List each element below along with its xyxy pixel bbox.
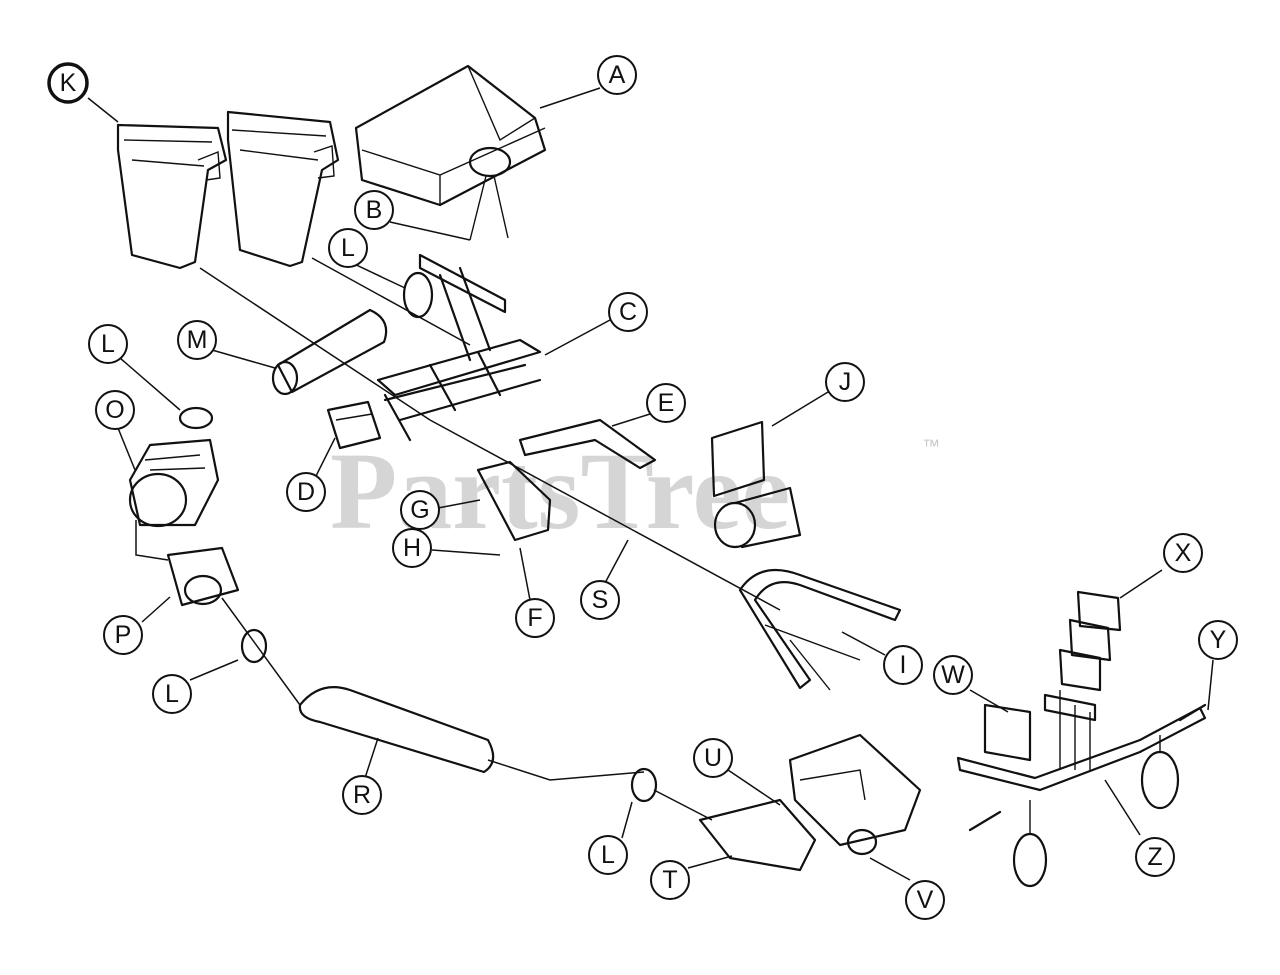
svg-text:T: T [662, 866, 677, 894]
callout-x: X [1163, 533, 1203, 573]
svg-text:O: O [105, 396, 124, 424]
callout-v: V [905, 880, 945, 920]
rod-s [429, 419, 781, 611]
support-bracket-e [518, 418, 657, 470]
watermark-tm: ™ [922, 436, 940, 456]
handle-frame [738, 568, 902, 691]
callout-m: M [177, 320, 217, 360]
clamp-ring-deck [630, 767, 658, 803]
support-plate-f [476, 460, 552, 542]
svg-text:U: U [704, 744, 722, 772]
svg-text:W: W [941, 661, 965, 689]
bin-left [116, 123, 228, 270]
svg-text:V: V [917, 886, 934, 914]
callout-o: O [95, 390, 135, 430]
svg-text:A: A [609, 61, 626, 89]
svg-text:X: X [1175, 539, 1192, 567]
callout-w: W [933, 655, 973, 695]
svg-text:P: P [115, 621, 132, 649]
callout-j: J [825, 362, 865, 402]
svg-text:L: L [165, 680, 179, 708]
svg-text:B: B [366, 196, 383, 224]
leader-lines [87, 87, 1214, 881]
svg-text:M: M [187, 326, 208, 354]
bracket-plate-j [710, 420, 802, 549]
deck-adapter [698, 733, 922, 872]
callout-k: K [47, 62, 89, 104]
callout-l-upper: L [328, 228, 368, 268]
bin-right [226, 110, 340, 268]
svg-text:F: F [527, 604, 542, 632]
mount-bracket [326, 400, 382, 450]
adapter-p [166, 546, 240, 607]
hose-r [298, 686, 495, 774]
svg-text:E: E [658, 389, 675, 417]
svg-text:I: I [900, 651, 907, 679]
callout-z: Z [1135, 837, 1175, 877]
main-frame [376, 253, 542, 442]
callout-h: H [392, 528, 432, 568]
svg-text:L: L [341, 234, 355, 262]
clamp-ring-blower [178, 406, 214, 430]
svg-text:L: L [601, 841, 615, 869]
svg-text:H: H [403, 534, 421, 562]
weight-bracket-assembly [956, 590, 1207, 888]
callout-s: S [580, 580, 620, 620]
svg-text:G: G [410, 496, 429, 524]
callout-e: E [646, 383, 686, 423]
callout-c: C [608, 292, 648, 332]
svg-text:R: R [353, 781, 371, 809]
callout-l-blower: L [88, 324, 128, 364]
callout-p: P [103, 615, 143, 655]
callout-t: T [650, 860, 690, 900]
tube-m [271, 308, 388, 396]
callout-l-deck: L [588, 835, 628, 875]
blower-engine [128, 438, 220, 528]
svg-text:D: D [297, 478, 315, 506]
svg-text:J: J [839, 368, 852, 396]
hood-assembly [354, 64, 547, 241]
callout-f: F [515, 598, 555, 638]
svg-text:Z: Z [1147, 843, 1162, 871]
svg-text:L: L [101, 330, 115, 358]
callout-g: G [400, 490, 440, 530]
callout-b: B [354, 190, 394, 230]
clamp-ring-lower [240, 628, 268, 664]
svg-text:C: C [619, 298, 637, 326]
callout-i: I [883, 645, 923, 685]
callout-u: U [693, 738, 733, 778]
svg-text:K: K [60, 69, 77, 97]
callout-a: A [597, 55, 637, 95]
svg-text:S: S [592, 586, 609, 614]
callout-r: R [342, 775, 382, 815]
callout-d: D [286, 472, 326, 512]
callout-y: Y [1198, 620, 1238, 660]
svg-text:Y: Y [1210, 626, 1227, 654]
callout-l-lower: L [152, 674, 192, 714]
